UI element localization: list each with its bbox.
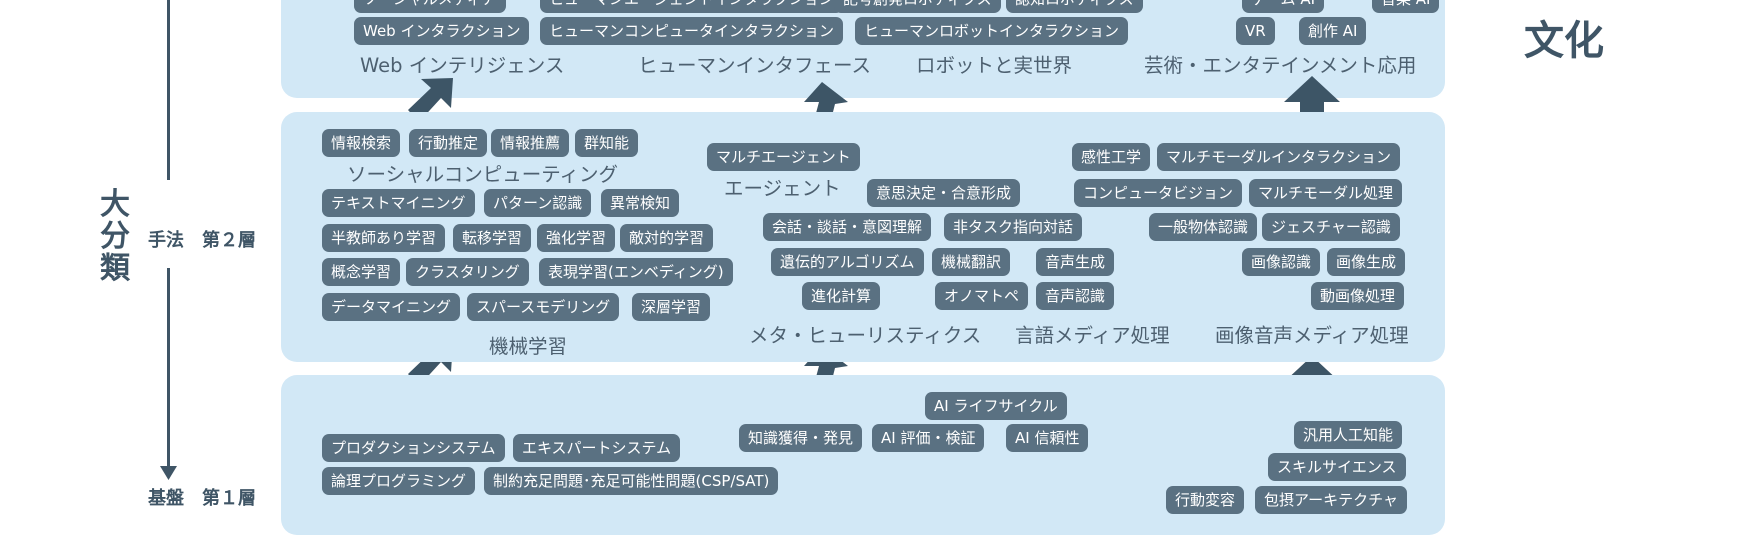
major-class-char-1: 大 <box>100 187 130 222</box>
tag-multimodal-interaction: マルチモーダルインタラクション <box>1157 143 1401 171</box>
layer1-label: 基盤 第１層 <box>148 488 256 509</box>
tag-behavior-estimation: 行動推定 <box>409 129 488 157</box>
tag-cognitive-robotics: 認知ロボティクス <box>1006 0 1143 13</box>
major-class-char-3: 類 <box>100 251 130 286</box>
tag-sparse-modeling: スパースモデリング <box>467 293 620 321</box>
layer2-label: 手法 第２層 <box>148 230 256 251</box>
tag-video-processing: 動画像処理 <box>1311 282 1405 310</box>
tag-transfer-learning: 転移学習 <box>453 224 532 252</box>
tag-concept-learning: 概念学習 <box>322 258 401 286</box>
arrow-up-right-icon <box>408 78 453 122</box>
tag-ai-trustworthiness: AI 信頼性 <box>1006 424 1089 452</box>
tag-symbol-emergence-robotics: 記号創発ロボティクス <box>834 0 1001 13</box>
tag-genetic-algorithm: 遺伝的アルゴリズム <box>771 248 924 276</box>
axis-arrow-head <box>160 466 177 480</box>
label-human-interface: ヒューマンインタフェース <box>638 54 872 77</box>
tag-multimodal-processing: マルチモーダル処理 <box>1249 179 1403 207</box>
label-art-entertainment: 芸術・エンタテインメント応用 <box>1144 54 1417 77</box>
tag-kansei-engineering: 感性工学 <box>1072 143 1151 171</box>
top-panel <box>281 0 1445 98</box>
tag-anomaly-detection: 異常検知 <box>601 189 680 217</box>
tag-swarm-intelligence: 群知能 <box>575 129 639 157</box>
tag-onomatopoeia: オノマトペ <box>935 282 1029 310</box>
tag-data-mining: データマイニング <box>322 293 461 321</box>
tag-image-generation: 画像生成 <box>1327 248 1406 276</box>
tag-dialogue-understanding: 会話・談話・意図理解 <box>763 213 932 241</box>
major-class-char-2: 分 <box>100 219 130 254</box>
tag-behavior-change: 行動変容 <box>1166 486 1245 514</box>
tag-vr: VR <box>1236 17 1275 45</box>
tag-representation-learning: 表現学習(エンベディング) <box>539 258 733 286</box>
tag-social-media: ソーシャルメディア <box>354 0 506 13</box>
tag-deep-learning: 深層学習 <box>632 293 711 321</box>
tag-game-ai: ゲーム AI <box>1242 0 1325 13</box>
label-meta-heuristics: メタ・ヒューリスティクス <box>749 324 982 347</box>
tag-speech-recognition: 音声認識 <box>1036 282 1115 310</box>
tag-reinforcement-learning: 強化学習 <box>537 224 616 252</box>
tag-decision-consensus: 意思決定・合意形成 <box>867 179 1021 207</box>
tag-adversarial-learning: 敵対的学習 <box>620 224 714 252</box>
tag-agi: 汎用人工知能 <box>1294 421 1403 449</box>
tag-subsumption-architecture: 包摂アーキテクチャ <box>1255 486 1407 514</box>
tag-skill-science: スキルサイエンス <box>1268 453 1406 481</box>
tag-knowledge-discovery: 知識獲得・発見 <box>739 424 863 452</box>
tag-web-interaction: Web インタラクション <box>354 17 530 45</box>
tag-hri: ヒューマンロボットインタラクション <box>855 17 1129 45</box>
tag-human-agent-interaction: ヒューマンエージェントインタラクション <box>540 0 843 13</box>
tag-gesture-recognition: ジェスチャー認識 <box>1262 213 1400 241</box>
tag-non-task-dialogue: 非タスク指向対話 <box>944 213 1083 241</box>
tag-info-search: 情報検索 <box>322 129 401 157</box>
tag-text-mining: テキストマイニング <box>322 189 475 217</box>
tag-hci: ヒューマンコンピュータインタラクション <box>540 17 844 45</box>
label-language-media: 言語メディア処理 <box>1015 324 1170 347</box>
axis-line-lower <box>167 268 170 472</box>
tag-speech-generation: 音声生成 <box>1036 248 1115 276</box>
tag-logic-programming: 論理プログラミング <box>322 467 476 495</box>
axis-line-upper <box>167 0 170 180</box>
tag-creative-ai: 創作 AI <box>1299 17 1367 45</box>
tag-pattern-recognition: パターン認識 <box>484 189 592 217</box>
arrow-up-icon <box>1284 76 1340 126</box>
tag-multi-agent: マルチエージェント <box>707 143 860 171</box>
tag-music-ai: 音楽 AI <box>1372 0 1440 13</box>
tag-ai-lifecycle: AI ライフサイクル <box>925 392 1067 420</box>
label-web-intelligence: Web インテリジェンス <box>360 54 565 77</box>
tag-computer-vision: コンピュータビジョン <box>1074 179 1243 207</box>
tag-expert-system: エキスパートシステム <box>513 434 681 462</box>
tag-evolutionary-computation: 進化計算 <box>802 282 881 310</box>
tag-clustering: クラスタリング <box>406 258 529 286</box>
tag-csp-sat: 制約充足問題･充足可能性問題(CSP/SAT) <box>484 467 779 495</box>
label-social-computing: ソーシャルコンピューティング <box>347 163 619 186</box>
culture-label: 文化 <box>1524 18 1604 64</box>
label-machine-learning: 機械学習 <box>489 335 568 358</box>
tag-semi-supervised: 半教師あり学習 <box>322 224 446 252</box>
label-agent: エージェント <box>724 177 841 200</box>
tag-machine-translation: 機械翻訳 <box>932 248 1011 276</box>
tag-general-object-recognition: 一般物体認識 <box>1149 213 1258 241</box>
label-image-audio-media: 画像音声メディア処理 <box>1215 324 1409 347</box>
label-robot-real-world: ロボットと実世界 <box>916 54 1073 77</box>
tag-image-recognition: 画像認識 <box>1242 248 1321 276</box>
tag-ai-evaluation: AI 評価・検証 <box>872 424 985 452</box>
tag-production-system: プロダクションシステム <box>322 434 505 462</box>
tag-info-recommendation: 情報推薦 <box>491 129 570 157</box>
